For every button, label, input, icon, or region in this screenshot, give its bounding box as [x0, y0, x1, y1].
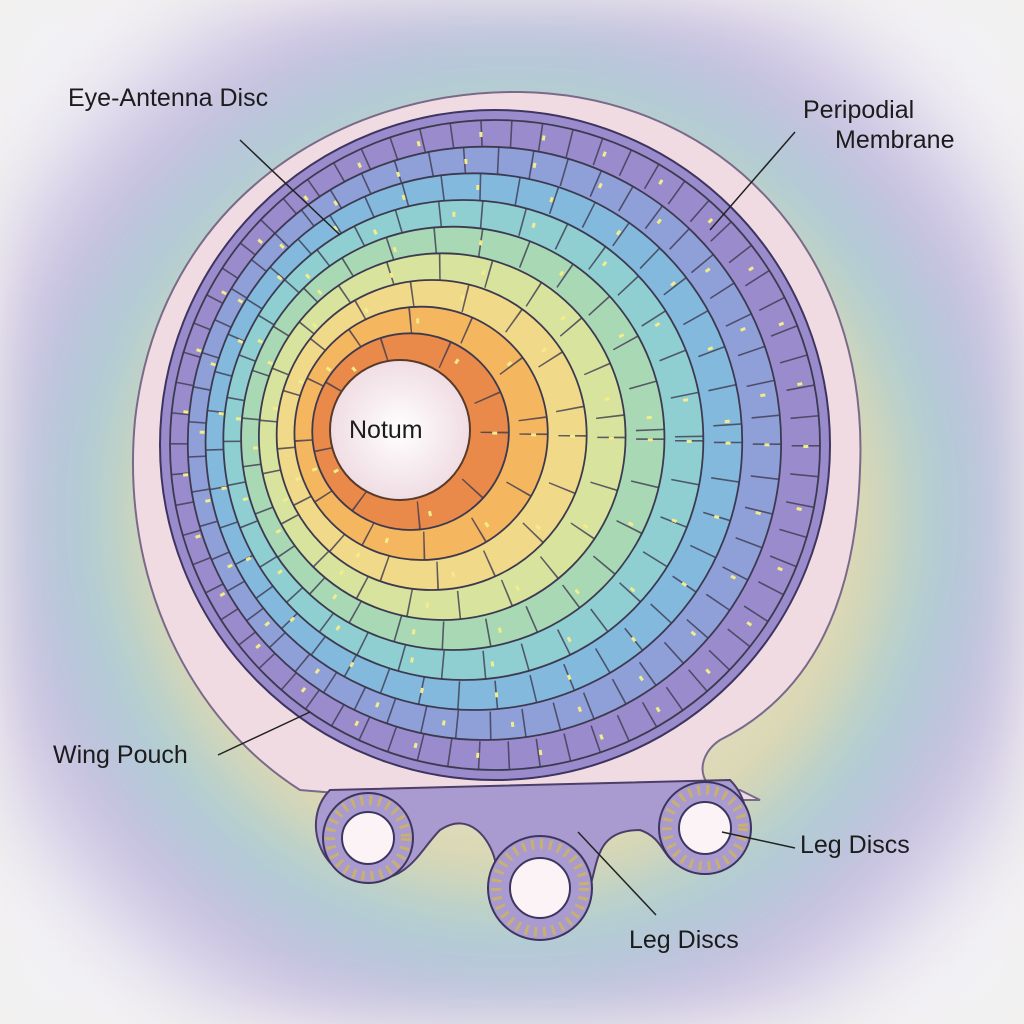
leg-discs-right-label: Leg Discs [800, 831, 910, 859]
cell-nuclei [217, 184, 731, 699]
leg-discs-bottom-leader [577, 831, 657, 916]
peripodial-label-line1: Peripodial [803, 96, 915, 124]
cell-nuclei [323, 345, 498, 519]
peripodial-label-line2: Membrane [835, 126, 955, 154]
leg-discs-right-leader [721, 831, 796, 849]
leg-disc-right [658, 781, 752, 875]
leg-disc-left [322, 792, 414, 884]
leg-discs-bottom-label: Leg Discs [629, 926, 739, 954]
leg-disc-center [487, 835, 593, 941]
cell-nuclei [270, 265, 614, 609]
notum-label: Notum [349, 416, 423, 444]
eye-antenna-disc-label: Eye-Antenna Disc [68, 84, 269, 112]
disc-body [131, 90, 862, 941]
wing-pouch-label: Wing Pouch [53, 741, 188, 769]
notum-region [329, 359, 471, 501]
cell-nuclei [235, 211, 692, 669]
cell-nuclei [288, 291, 575, 579]
peripodial-leader [709, 131, 796, 231]
wing-pouch-leader [217, 711, 311, 756]
cell-nuclei [181, 131, 809, 759]
eye-antenna-leader [239, 139, 341, 236]
